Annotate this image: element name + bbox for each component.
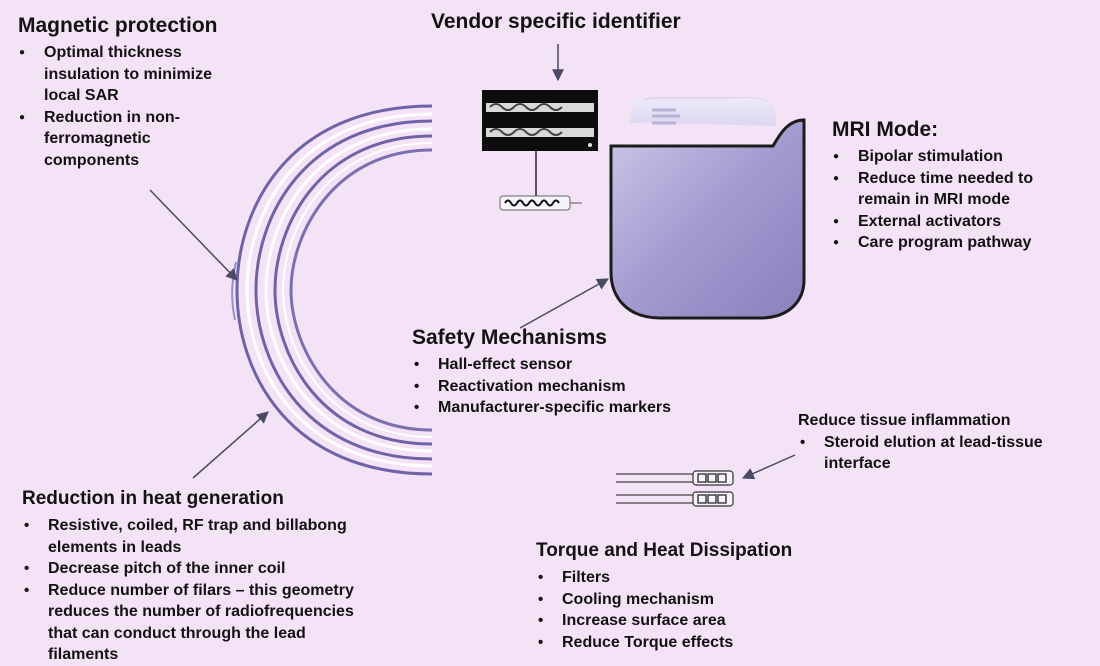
arrow-heat — [192, 411, 269, 479]
tissue-inflammation-title: Reduce tissue inflammation — [798, 412, 1011, 429]
arrow-safety — [519, 278, 610, 329]
mri-mode-block: MRI Mode: Bipolar stimulation Reduce tim… — [832, 118, 1072, 254]
torque-heat-item: Filters — [536, 567, 856, 589]
tissue-inflammation-item: Steroid elution at lead-tissue interface — [798, 432, 1088, 475]
magnetic-protection-title: Magnetic protection — [18, 14, 218, 37]
heat-generation-title: Reduction in heat generation — [22, 488, 284, 509]
torque-heat-title: Torque and Heat Dissipation — [536, 540, 793, 561]
vendor-identifier-block: Vendor specific identifier — [431, 10, 711, 38]
lead-coil — [231, 104, 433, 476]
safety-mechanisms-item: Manufacturer-specific markers — [412, 397, 732, 419]
vendor-identifier-title: Vendor specific identifier — [431, 10, 681, 33]
heat-generation-item: Resistive, coiled, RF trap and billabong… — [22, 515, 362, 558]
lead-tips — [616, 470, 734, 507]
mri-mode-title: MRI Mode: — [832, 118, 939, 141]
heat-generation-block: Reduction in heat generation Resistive, … — [22, 487, 362, 666]
vendor-marker-lead — [499, 195, 582, 211]
safety-mechanisms-item: Hall-effect sensor — [412, 354, 732, 376]
safety-mechanisms-item: Reactivation mechanism — [412, 376, 732, 398]
safety-mechanisms-title: Safety Mechanisms — [412, 326, 607, 349]
mri-mode-item: External activators — [832, 211, 1072, 233]
tissue-inflammation-block: Reduce tissue inflammation Steroid eluti… — [798, 410, 1088, 475]
vendor-xray-image — [482, 90, 598, 151]
magnetic-protection-item: Reduction in non-ferromagnetic component… — [18, 107, 248, 172]
torque-heat-item: Increase surface area — [536, 610, 856, 632]
mri-mode-item: Care program pathway — [832, 232, 1072, 254]
torque-heat-item: Reduce Torque effects — [536, 632, 856, 654]
safety-mechanisms-block: Safety Mechanisms Hall-effect sensor Rea… — [412, 326, 732, 419]
torque-heat-item: Cooling mechanism — [536, 589, 856, 611]
magnetic-protection-block: Magnetic protection Optimal thickness in… — [18, 14, 248, 171]
heat-generation-item: Reduce number of filars – this geometry … — [22, 580, 362, 666]
pacemaker-device — [609, 97, 806, 320]
torque-heat-block: Torque and Heat Dissipation Filters Cool… — [536, 539, 856, 653]
mri-mode-item: Reduce time needed to remain in MRI mode — [832, 168, 1072, 211]
pointer-arrows — [149, 44, 796, 480]
mri-mode-item: Bipolar stimulation — [832, 146, 1072, 168]
arrow-magnetic — [149, 189, 238, 281]
heat-generation-item: Decrease pitch of the inner coil — [22, 558, 362, 580]
arrow-inflammation — [741, 454, 796, 480]
magnetic-protection-item: Optimal thickness insulation to minimize… — [18, 42, 248, 107]
